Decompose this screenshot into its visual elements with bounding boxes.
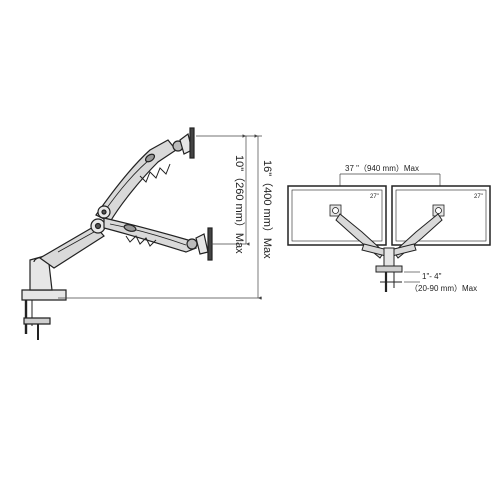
clamp-range-inch: 1"- 4" (422, 272, 442, 281)
clamp-dimension (404, 271, 420, 283)
desk-clamp (21, 289, 67, 340)
single-arm-side-view (21, 127, 213, 340)
vesa-plate-left (329, 204, 342, 217)
monitor-left-size: 27" (370, 194, 379, 200)
dual-monitor-front-view: 37 "（940 mm）Max 27" 27" (287, 164, 491, 293)
left-dimension-lines (58, 134, 262, 300)
dual-arms (335, 213, 443, 259)
center-post-clamp (375, 247, 403, 292)
monitor-right-size: 27" (474, 194, 483, 200)
bottom-monitor-head (186, 227, 213, 261)
span-label: 37 "（940 mm）Max (345, 164, 419, 173)
top-monitor-head (172, 127, 195, 159)
arm-range-label: 10"（260 mm）Max (233, 155, 246, 254)
upper-arm (95, 139, 177, 223)
lower-arm (38, 218, 106, 269)
lower-position-arm (103, 217, 198, 253)
height-range-label: 16"（400 mm）Max (261, 160, 274, 259)
monitor-left: 27" (287, 185, 387, 246)
clamp-range-mm: （20-90 mm）Max (410, 284, 477, 293)
monitor-right: 27" (391, 185, 491, 246)
